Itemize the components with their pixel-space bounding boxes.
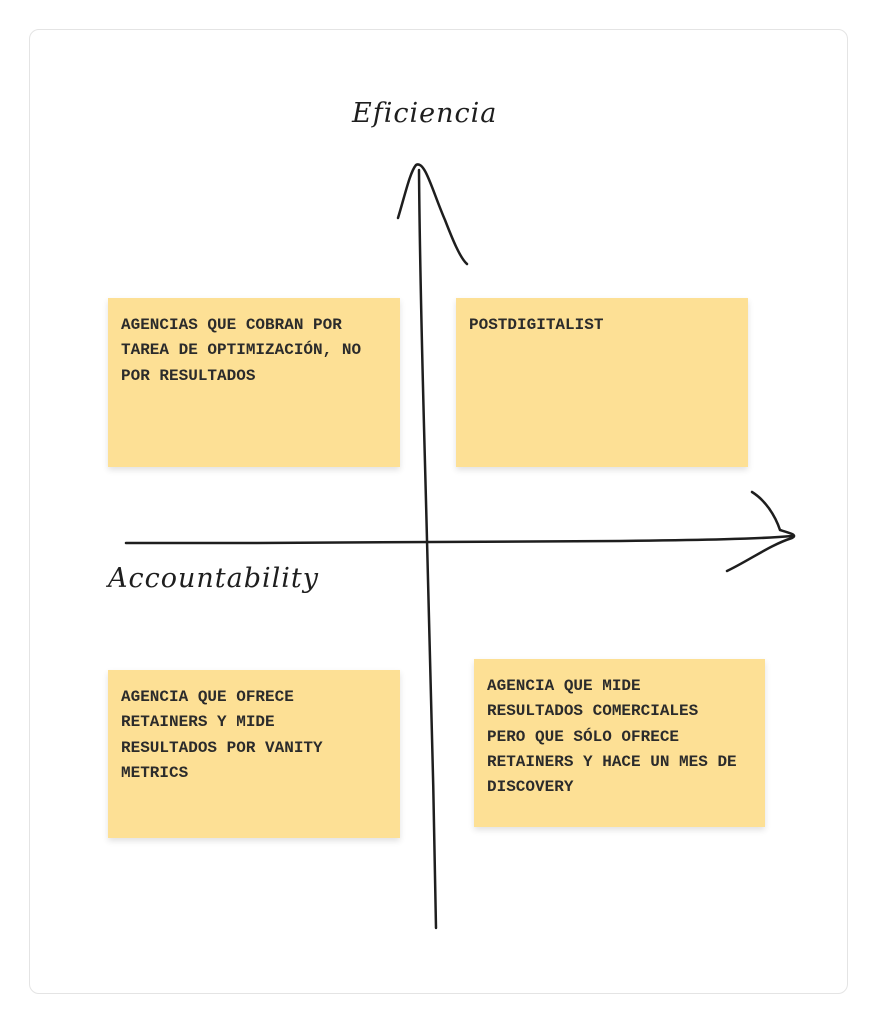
sticky-note-bottom-left[interactable]: AGENCIA QUE OFRECE RETAINERS Y MIDE RESU… [108,670,400,838]
x-axis-arrowhead [725,490,796,573]
sticky-note-top-right[interactable]: POSTDIGITALIST [456,298,748,467]
x-axis-line [124,534,794,545]
sticky-note-bottom-right[interactable]: AGENCIA QUE MIDE RESULTADOS COMERCIALES … [474,659,765,827]
y-axis-label: Eficiencia [352,98,498,129]
y-axis-arrowhead [396,163,469,266]
sticky-note-top-left[interactable]: AGENCIAS QUE COBRAN POR TAREA DE OPTIMIZ… [108,298,400,467]
note-text: POSTDIGITALIST [469,316,604,334]
x-axis-label: Accountability [108,563,320,594]
y-axis-line [417,168,438,930]
note-text: AGENCIA QUE MIDE RESULTADOS COMERCIALES … [487,677,737,797]
note-text: AGENCIAS QUE COBRAN POR TAREA DE OPTIMIZ… [121,316,362,385]
note-text: AGENCIA QUE OFRECE RETAINERS Y MIDE RESU… [121,688,323,782]
